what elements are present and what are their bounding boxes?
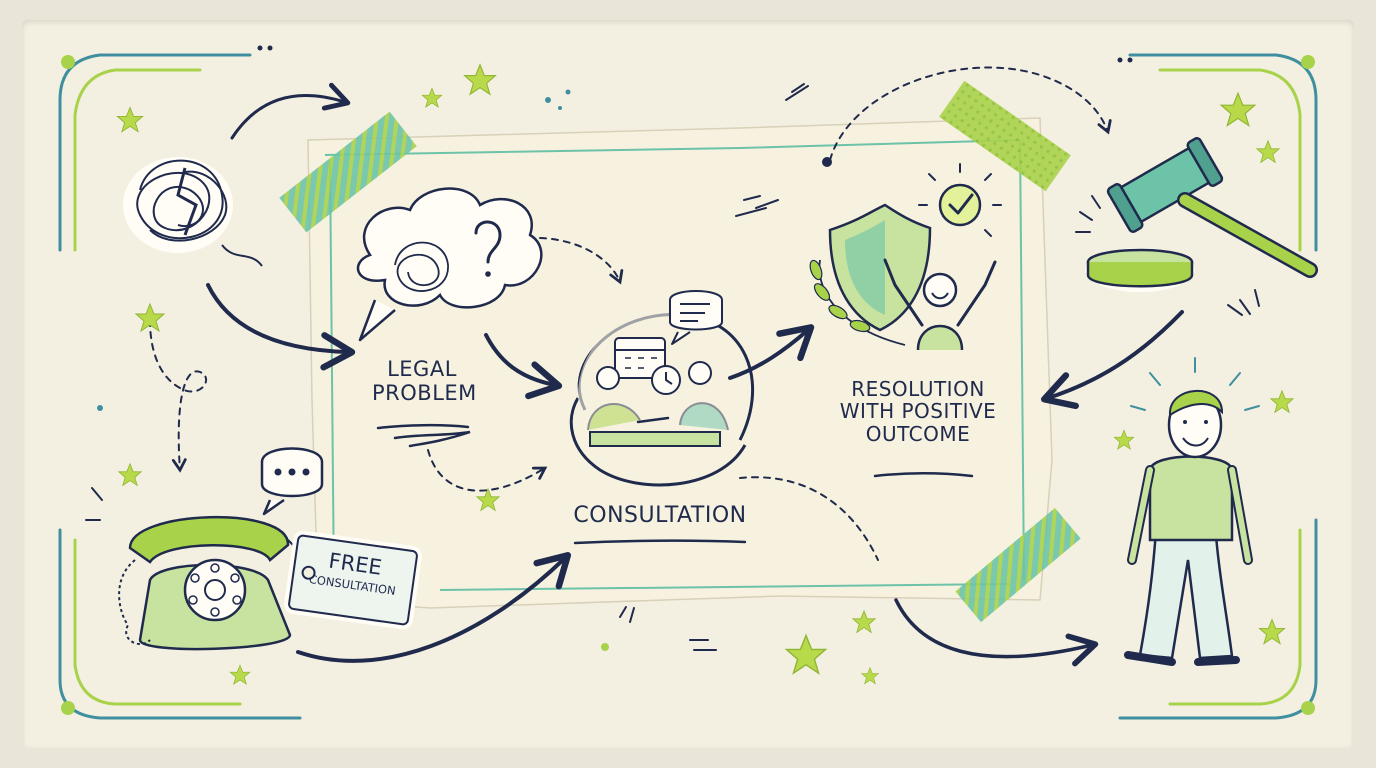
happy-person-icon bbox=[1124, 357, 1260, 666]
telephone-icon bbox=[118, 447, 324, 651]
decorative-dots bbox=[97, 45, 1133, 651]
resolution-label: RESOLUTION WITH POSITIVE OUTCOME bbox=[820, 377, 1016, 446]
washi-tape-top-right bbox=[939, 80, 1071, 192]
gavel-icon bbox=[1075, 137, 1318, 292]
washi-tape-bottom-right bbox=[955, 507, 1081, 623]
resolution-label-line-3: OUTCOME bbox=[865, 421, 971, 446]
legal-problem-label-line-1: LEGAL bbox=[387, 357, 457, 381]
resolution-label-line-2: WITH POSITIVE bbox=[839, 399, 997, 424]
consultation-label-line-1: CONSULTATION bbox=[573, 503, 747, 528]
legal-problem-label: LEGAL PROBLEM bbox=[372, 357, 477, 405]
outer-frame bbox=[58, 53, 1318, 720]
thought-cloud-icon bbox=[356, 187, 543, 342]
tangled-stress-icon bbox=[123, 157, 263, 267]
flow-arrows bbox=[206, 82, 1184, 667]
decorative-stars bbox=[116, 63, 1295, 685]
resolution-label-line-1: RESOLUTION bbox=[851, 377, 985, 401]
dashed-flow-arrows bbox=[149, 66, 1112, 561]
frame-corner-dots bbox=[61, 55, 1315, 715]
consultation-label: CONSULTATION bbox=[560, 503, 760, 529]
resolution-celebration-icon bbox=[809, 163, 1002, 351]
label-underlines bbox=[376, 423, 974, 545]
decorative-marks bbox=[85, 83, 1260, 651]
legal-problem-label-line-2: PROBLEM bbox=[372, 380, 477, 405]
consultation-meeting-icon bbox=[569, 290, 755, 487]
washi-tape-top-left bbox=[279, 111, 417, 233]
dashed-arrow-start-dot bbox=[822, 157, 832, 167]
